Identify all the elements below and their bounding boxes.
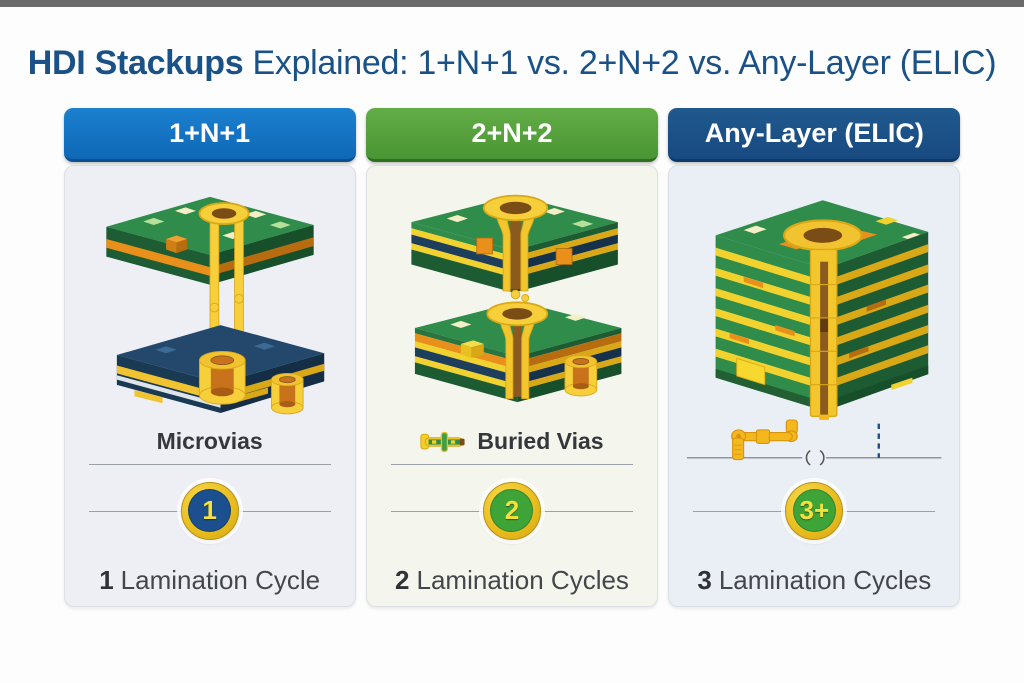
card-1n1: 1+N+1 bbox=[63, 107, 356, 607]
stackup-comparison-columns: 1+N+1 bbox=[63, 107, 961, 607]
stacked-via-connector-row bbox=[669, 419, 959, 466]
divider-line bbox=[390, 463, 634, 465]
buried-via-stackup-illustration bbox=[367, 166, 657, 420]
via-type-row-1: Microvias bbox=[65, 420, 355, 464]
via-joint-bead bbox=[510, 289, 521, 299]
card-any-layer-elic: Any-Layer (ELIC) bbox=[668, 107, 961, 607]
upper-sublam-board bbox=[411, 195, 618, 293]
card-elic-header: Any-Layer (ELIC) bbox=[668, 107, 961, 162]
microvia-stackup-illustration bbox=[65, 166, 355, 420]
pcb-2n2-drawing bbox=[411, 194, 622, 402]
lamination-count-badge: 3+ bbox=[785, 481, 844, 540]
badge-number: 2 bbox=[504, 495, 520, 526]
buried-vias-label: Buried Vias bbox=[477, 428, 604, 455]
page-title-lead: HDI Stackups bbox=[27, 43, 244, 82]
buried-via-icon bbox=[420, 431, 465, 452]
buried-via-cup bbox=[564, 354, 598, 396]
via-cup-right bbox=[270, 372, 304, 414]
lamination-count-badge: 1 bbox=[180, 481, 239, 540]
line-break-mark bbox=[819, 449, 825, 466]
pcb-1n1-drawing bbox=[105, 196, 324, 414]
elic-left-face bbox=[715, 234, 825, 411]
microvia-ring bbox=[198, 201, 250, 225]
elic-right-face bbox=[824, 231, 929, 411]
divider-line bbox=[88, 463, 331, 465]
card-2n2-header: 2+N+2 bbox=[365, 107, 659, 162]
stacked-via-zigzag-icon bbox=[731, 419, 799, 460]
any-layer-stackup-illustration bbox=[669, 166, 959, 420]
lamination-badge-row-1: 1 bbox=[65, 465, 355, 557]
page-title-rest: Explained: 1+N+1 vs. 2+N+2 vs. Any-Layer… bbox=[243, 43, 997, 82]
window-top-edge bbox=[0, 0, 1024, 7]
microvias-label: Microvias bbox=[156, 428, 263, 455]
upper-goblet-via bbox=[482, 194, 549, 291]
lower-goblet-via bbox=[486, 301, 549, 399]
via-joint-bead bbox=[521, 293, 530, 302]
lamination-badge-row-2: 2 bbox=[367, 465, 657, 557]
line-break-mark bbox=[805, 449, 811, 466]
page-title: HDI Stackups Explained: 1+N+1 vs. 2+N+2 … bbox=[0, 30, 1024, 84]
badge-number: 3+ bbox=[799, 495, 830, 526]
elic-top-face bbox=[715, 199, 929, 269]
badge-number: 1 bbox=[202, 495, 217, 526]
card-1n1-header: 1+N+1 bbox=[63, 107, 356, 162]
card-2n2: 2+N+2 bbox=[365, 107, 659, 607]
central-via-column bbox=[810, 248, 838, 420]
lamination-count-badge: 2 bbox=[482, 481, 541, 540]
via-type-row-2: Buried Vias bbox=[367, 420, 657, 464]
lamination-badge-row-3: 3+ bbox=[669, 465, 959, 557]
stacked-via-connector-drawing bbox=[687, 419, 942, 466]
pcb-elic-drawing bbox=[715, 199, 929, 420]
via-cup-left bbox=[198, 350, 246, 405]
